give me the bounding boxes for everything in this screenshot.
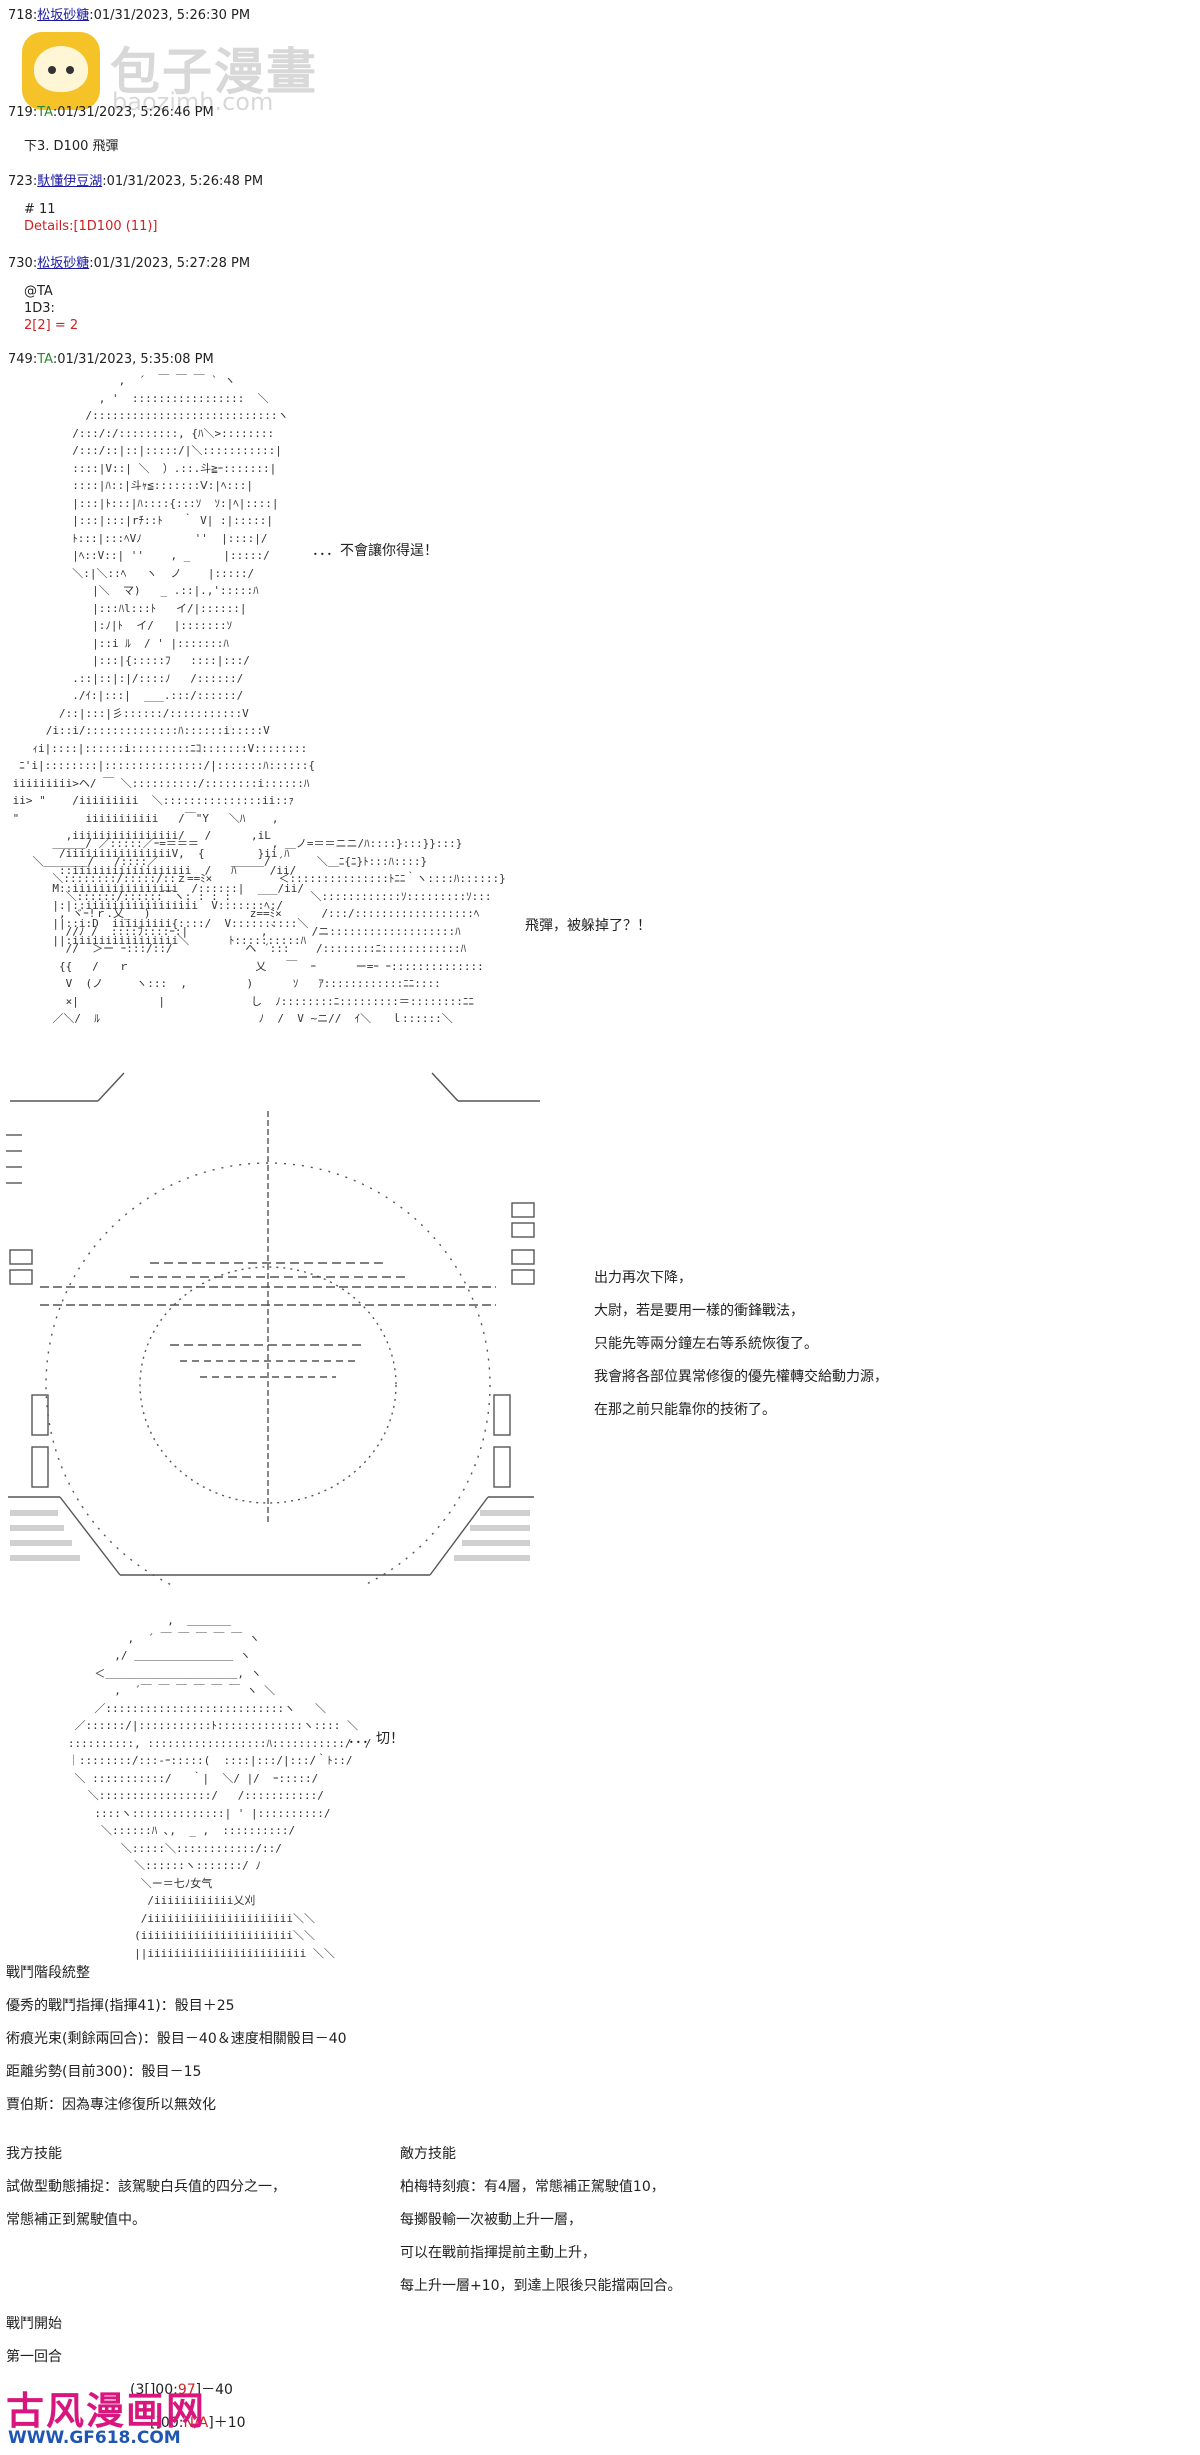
speech-line: 在那之前只能靠你的技術了。 xyxy=(594,1402,776,1418)
speech-line: 我會將各部位異常修復的優先權轉交給動力源， xyxy=(594,1369,888,1385)
dice-details: Details:[1D100 (11)] xyxy=(24,219,158,234)
dice-result: 2[2] = 2 xyxy=(24,318,79,333)
post-author: TA xyxy=(37,105,53,120)
post-author-link[interactable]: 馱懂伊豆湖 xyxy=(37,174,103,189)
enemy-skill-line: 每擲骰輸一次被動上升一層， xyxy=(400,2212,582,2228)
speech-line: 只能先等兩分鐘左右等系統恢復了。 xyxy=(594,1336,818,1352)
ascii-art-scope xyxy=(6,1072,540,1585)
speech-line: ．．．切！ xyxy=(348,1731,404,1747)
watermark-title: 包子漫畫 xyxy=(110,43,318,101)
post-header: 730:松坂砂糖:01/31/2023, 5:27:28 PM xyxy=(8,256,251,271)
our-skill-line: 常態補正到駕駛值中。 xyxy=(6,2212,146,2228)
battle-start: 戰鬥開始 xyxy=(6,2316,62,2332)
watermark-bottom-title: 古风漫画网 xyxy=(6,2389,207,2433)
post-header: 723:馱懂伊豆湖:01/31/2023, 5:26:48 PM xyxy=(8,174,264,189)
battle-line: 術痕光束(剩餘兩回合)：骰目－40＆速度相關骰目－40 xyxy=(6,2031,347,2047)
speech-line: 大尉，若是要用一樣的衝鋒戰法， xyxy=(594,1303,804,1319)
post-author-link[interactable]: 松坂砂糖 xyxy=(37,8,90,23)
post-body: # 11 xyxy=(24,202,56,217)
enemy-skill-line: 可以在戰前指揮提前主動上升， xyxy=(400,2245,596,2261)
our-skills-title: 我方技能 xyxy=(6,2146,62,2162)
ascii-art-character: , ´ ￣ ￣ ￣ ` ヽ , ' ::::::::::::::::: ＼ /:… xyxy=(12,374,316,947)
enemy-skill-line: 每上升一層+10，到達上限後只能擋兩回合。 xyxy=(400,2278,682,2294)
watermark-bottom-url: WWW.GF618.COM xyxy=(8,2428,181,2448)
post-author: TA xyxy=(37,352,53,367)
post-author-link[interactable]: 松坂砂糖 xyxy=(37,256,90,271)
roll-value: N/A xyxy=(183,2415,209,2431)
post-header: 749:TA:01/31/2023, 5:35:08 PM xyxy=(8,352,214,367)
our-skill-line: 試做型動態捕捉：該駕駛白兵值的四分之一， xyxy=(6,2179,286,2195)
battle-heading: 戰鬥階段統整 xyxy=(6,1965,90,1981)
post-body: 下3. D100 飛彈 xyxy=(24,139,119,154)
watermark-url: baozimh.com xyxy=(112,88,274,116)
post-header: 719:TA:01/31/2023, 5:26:46 PM xyxy=(8,105,214,120)
watermark-logo: 包子漫畫 baozimh.com xyxy=(22,32,322,116)
speech-line: ．．．不會讓你得逞！ xyxy=(312,543,438,559)
post-body: @TA xyxy=(24,284,53,299)
mascot-icon xyxy=(22,32,100,110)
ascii-art-character-2: , ＿＿＿＿ , ´ ￣ ￣ ￣ ￣ ￣ ヽ ,/ ＿＿＿＿＿＿＿＿＿ ヽ ＜＿… xyxy=(67,1614,372,1960)
post-header: 718:松坂砂糖:01/31/2023, 5:26:30 PM xyxy=(8,8,251,23)
speech-line: 飛彈，被躲掉了？！ xyxy=(525,918,651,934)
battle-line: 賈伯斯：因為專注修復所以無效化 xyxy=(6,2097,216,2113)
battle-line: 距離劣勢(目前300)：骰目－15 xyxy=(6,2064,202,2080)
round-label: 第一回合 xyxy=(6,2349,62,2365)
round-roll-line: (3[]00:97]－40 xyxy=(130,2382,233,2398)
enemy-skill-line: 柏梅特刻痕：有4層，常態補正駕駛值10， xyxy=(400,2179,665,2195)
enemy-skills-title: 敵方技能 xyxy=(400,2146,456,2162)
roll-value: 97 xyxy=(177,2382,196,2398)
battle-line: 優秀的戰鬥指揮(指揮41)：骰目＋25 xyxy=(6,1998,235,2014)
round-roll-line: []00:N/A]＋10 xyxy=(150,2415,246,2431)
watermark-bottom: 古风漫画网 WWW.GF618.COM xyxy=(6,2380,226,2452)
speech-line: 出力再次下降， xyxy=(594,1270,692,1286)
post-body: 1D3: xyxy=(24,301,55,316)
ascii-art-figures: ＿＿＿/ ／:::::／ｰ=＝＝＝ , ＿ノ=＝＝ニニ/ﾊ::::}:::}}:… xyxy=(32,837,506,1025)
